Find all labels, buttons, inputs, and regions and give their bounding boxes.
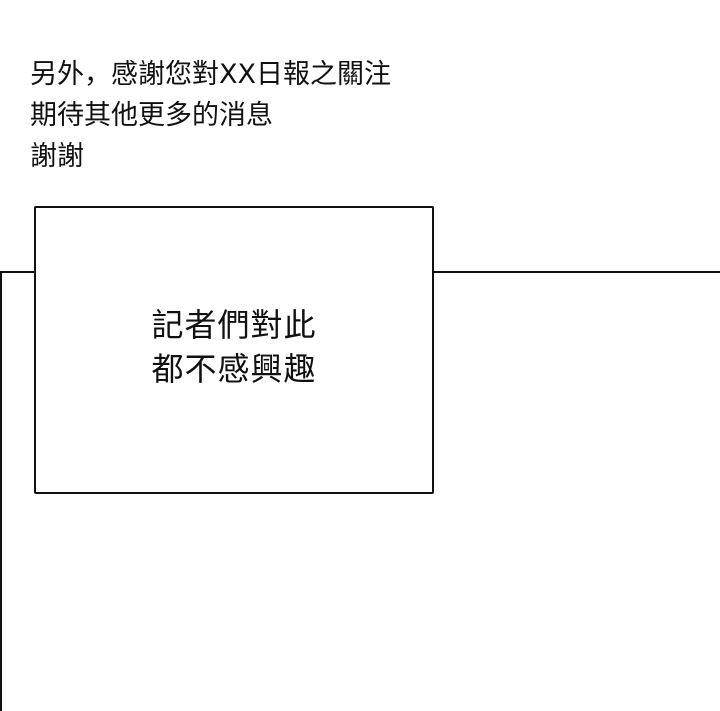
top-text-line-2: 期待其他更多的消息 (30, 100, 273, 131)
caption-text: 記者們對此 都不感興趣 (36, 303, 432, 391)
top-text-line-3: 謝謝 (30, 141, 84, 172)
top-text-block: 另外，感謝您對XX日報之關注 期待其他更多的消息 謝謝 (30, 54, 391, 177)
top-text-line-1: 另外，感謝您對XX日報之關注 (30, 59, 391, 90)
caption-line-2: 都不感興趣 (151, 350, 317, 388)
caption-box: 記者們對此 都不感興趣 (34, 206, 434, 494)
caption-line-1: 記者們對此 (151, 306, 317, 344)
